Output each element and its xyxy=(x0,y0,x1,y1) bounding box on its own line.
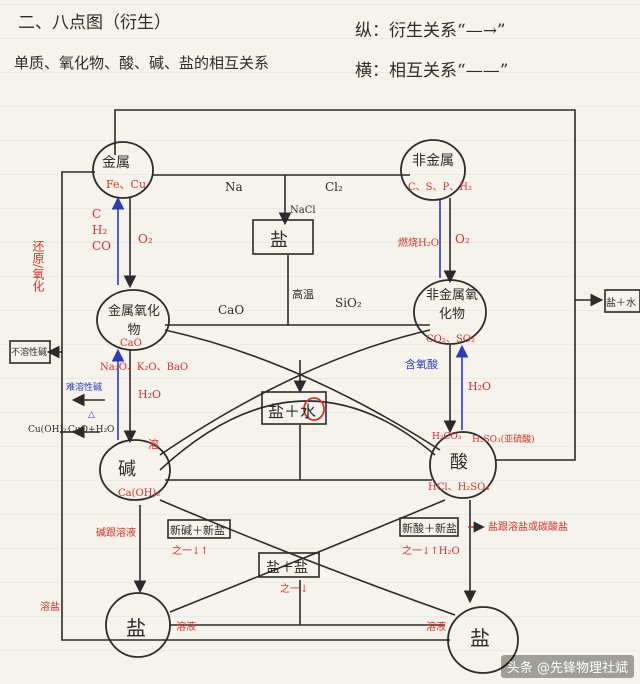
node-metal-oxide-examples: CaO xyxy=(120,338,142,349)
label-o2-right: O₂ xyxy=(455,232,470,246)
box-left-frame xyxy=(9,340,51,364)
legend-horizontal: 横：相互关系“——” xyxy=(355,61,509,81)
node-base-title: 碱 xyxy=(118,459,136,480)
label-sio2: SiO₂ xyxy=(335,296,362,310)
node-salt-left-title: 盐 xyxy=(126,616,146,640)
cross-acid-salt xyxy=(169,499,446,613)
box-salt-salt-frame xyxy=(258,552,320,578)
circle-salt-right xyxy=(447,606,519,674)
watermark: 头条 @先锋物理社斌 xyxy=(500,655,634,678)
box-salt-water: 盐＋水 xyxy=(268,402,317,421)
label-soluble-bottom-right: 溶液 xyxy=(426,622,446,633)
label-burn-h2o: 燃烧H₂O xyxy=(398,238,439,249)
label-cao: CaO xyxy=(218,303,245,317)
box-salt-top: 盐 xyxy=(270,230,288,251)
box-insoluble-base: 不溶性碱 xyxy=(11,348,48,358)
label-heat: △ xyxy=(88,410,95,420)
label-cuo-h2o: CuO+H₂O xyxy=(68,425,115,435)
circle-metal xyxy=(92,141,154,199)
box-new-acid-frame xyxy=(399,517,459,537)
label-cl2: Cl₂ xyxy=(325,180,343,194)
label-o2-left: O₂ xyxy=(138,232,153,246)
label-condition-base: 之一↓↑ xyxy=(172,546,209,557)
label-h2o-left: H₂O xyxy=(138,388,162,401)
label-condition-salt: 之一↓ xyxy=(280,584,309,595)
circle-salt-left xyxy=(105,592,171,658)
node-salt-right-title: 盐 xyxy=(470,626,490,650)
box-new-acid-new-salt: 新酸＋新盐 xyxy=(402,522,457,535)
label-condition-acid: 之一↓↑H₂O xyxy=(402,546,460,557)
label-cuoh2: Cu(OH)₂ xyxy=(28,425,67,435)
curve-mo-acid xyxy=(164,329,441,451)
box-new-base-new-salt: 新碱＋新盐 xyxy=(170,524,225,537)
section-heading: 二、八点图（衍生） xyxy=(18,13,171,33)
label-soluble-bottom: 溶液 xyxy=(176,622,196,633)
acid-to-right xyxy=(495,300,576,461)
box-salt-top-frame xyxy=(252,219,314,255)
node-acid-examples: HCl、H₂SO₄ xyxy=(428,482,490,493)
node-nonmetal-oxide-title: 非金属氧化物 xyxy=(425,288,478,322)
label-high-temp: 高温 xyxy=(292,288,314,301)
label-na: Na xyxy=(225,180,243,194)
box-salt-water-right: 盐＋水 xyxy=(606,298,636,309)
label-soluble-left: 溶 xyxy=(148,438,159,451)
label-soluble-oxides: Na₂O、K₂O、BaO xyxy=(100,362,189,373)
node-metal-title: 金属 xyxy=(102,155,130,171)
label-h2co3: H₂CO₃ xyxy=(432,432,462,442)
label-soluble-salt-base: 碱跟溶液 xyxy=(96,528,136,539)
label-soluble-salt-left: 溶盐 xyxy=(40,602,60,613)
node-nonmetal-examples: C、S、P、H₂ xyxy=(408,182,472,193)
box-right-frame xyxy=(604,289,640,313)
top-frame-line xyxy=(114,109,604,307)
left-frame-bottom xyxy=(61,615,450,641)
curve-base-acid-top xyxy=(159,400,436,471)
subtitle: 单质、氧化物、酸、碱、盐的相互关系 xyxy=(14,54,270,72)
circle-water-mark xyxy=(303,397,325,421)
label-soluble-acid: 含氧酸 xyxy=(405,358,438,371)
circle-nonmetal xyxy=(400,139,466,201)
box-salt-water-frame xyxy=(261,391,327,425)
label-reduce-oxidize: 还原/氧化 xyxy=(31,240,45,293)
circle-base xyxy=(99,439,171,501)
label-reducing-agents: C H₂ CO xyxy=(92,207,112,254)
node-acid-title: 酸 xyxy=(450,452,468,473)
node-nonmetal-oxide-examples: CO₂、SO₂ xyxy=(426,334,475,345)
circle-metal-oxide xyxy=(96,289,170,351)
curve-nmo-base xyxy=(159,329,431,456)
circle-nonmetal-oxide xyxy=(413,279,487,345)
label-h2o-right: H₂O xyxy=(468,380,492,393)
box-new-base-frame xyxy=(167,519,231,539)
legend-vertical: 纵：衍生关系“—→” xyxy=(355,21,506,41)
label-acid-decomp: 盐跟溶盐或碳酸盐 xyxy=(488,522,568,533)
node-nonmetal-title: 非金属 xyxy=(412,153,454,169)
circle-acid xyxy=(429,431,497,499)
label-nacl: NaCl xyxy=(290,205,316,216)
node-base-examples: Ca(OH)₂ xyxy=(118,488,161,499)
label-h2so3: H₂SO₃(亚硫酸) xyxy=(472,435,535,445)
label-insoluble-base-note: 难溶性碱 xyxy=(66,383,103,393)
node-metal-examples: Fe、Cu xyxy=(106,178,147,191)
box-salt-salt: 盐＋盐 xyxy=(266,560,308,576)
left-frame-line xyxy=(61,171,95,615)
node-metal-oxide-title: 金属氧化物 xyxy=(107,304,160,338)
